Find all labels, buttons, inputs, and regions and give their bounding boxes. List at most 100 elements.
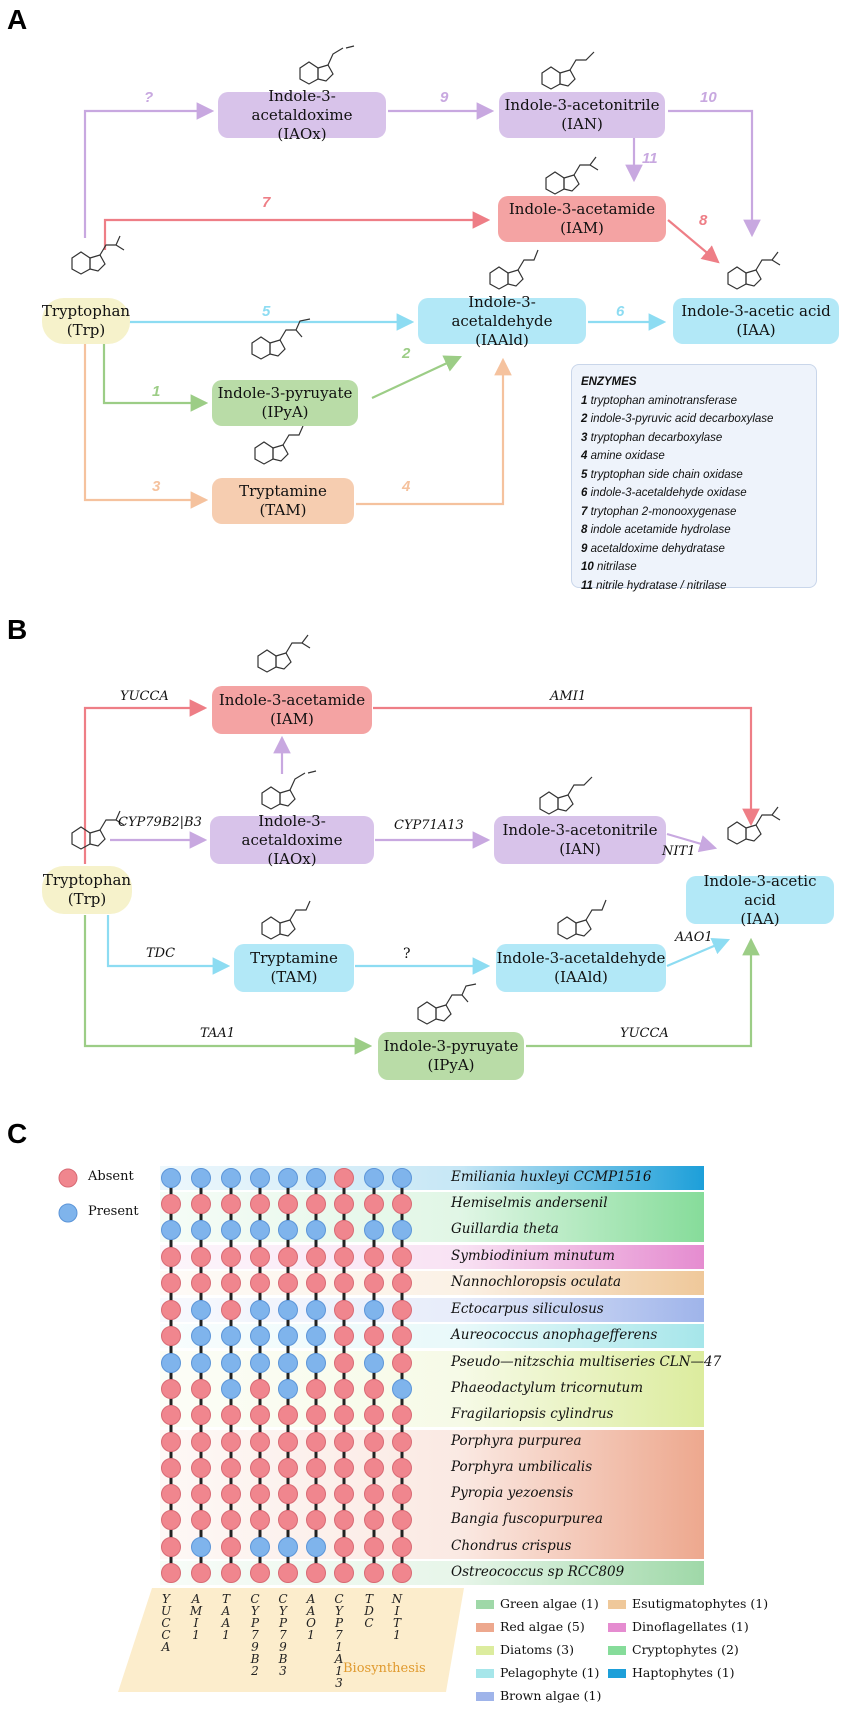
absent-dot — [392, 1458, 412, 1478]
enzyme-name: acetaldoxime dehydratase — [590, 542, 725, 555]
gene-column-label: CYP71A13 — [332, 1592, 346, 1688]
absent-dot — [306, 1432, 326, 1452]
legend-swatch — [476, 1669, 494, 1678]
species-label: Symbiodinium minutum — [451, 1248, 615, 1264]
present-dot — [191, 1537, 211, 1557]
taxon-bands — [160, 1166, 704, 1585]
enzyme-item: 5 tryptophan side chain oxidase — [581, 466, 807, 485]
present-dot — [221, 1353, 241, 1373]
absent-dot — [306, 1563, 326, 1583]
species-label: Porphyra purpurea — [451, 1433, 582, 1449]
node-b-iaox-abbr: (IAOx) — [267, 849, 317, 868]
node-b-iaald-name: Indole-3-acetaldehyde — [496, 949, 666, 967]
absent-dot — [191, 1484, 211, 1504]
present-dot — [306, 1300, 326, 1320]
absent-dot — [364, 1326, 384, 1346]
gene-column-label: CYP79B2 — [248, 1592, 262, 1676]
enzyme-number: 1 — [581, 394, 588, 407]
absent-dot — [306, 1379, 326, 1399]
absent-dot — [334, 1220, 354, 1240]
absent-dot — [306, 1273, 326, 1293]
legend-swatch — [476, 1646, 494, 1655]
node-b-tam-abbr: (TAM) — [270, 968, 318, 986]
present-dot — [306, 1220, 326, 1240]
legend-swatch — [476, 1692, 494, 1701]
absent-dot — [334, 1432, 354, 1452]
present-dot — [392, 1220, 412, 1240]
absent-dot — [334, 1194, 354, 1214]
absent-dot — [191, 1194, 211, 1214]
node-a-ipya-abbr: (IPyA) — [261, 403, 309, 421]
species-label: Ectocarpus siliculosus — [451, 1301, 604, 1317]
enzyme-item: 3 tryptophan decarboxylase — [581, 429, 807, 448]
absent-dot — [334, 1353, 354, 1373]
enzyme-number: 8 — [581, 524, 588, 536]
absent-dot — [191, 1273, 211, 1293]
absent-dot — [250, 1194, 270, 1214]
enzyme-item: 10 nitrilase — [581, 558, 807, 577]
legend-group-label: Red algae (5) — [500, 1619, 585, 1634]
node-a-ian-abbr: (IAN) — [561, 115, 603, 133]
species-label: Porphyra umbilicalis — [451, 1459, 593, 1475]
legend-group-label: Cryptophytes (2) — [632, 1642, 739, 1657]
biosynthesis-band — [118, 1588, 464, 1692]
molecule-ian — [541, 51, 595, 90]
arrow-tam-iaald — [356, 357, 512, 506]
present-dot — [364, 1220, 384, 1240]
absent-dot — [334, 1247, 354, 1267]
present-dot — [250, 1326, 270, 1346]
absent-dot — [278, 1247, 298, 1267]
absent-dot — [161, 1194, 181, 1214]
node-b-trp: Tryptophan (Trp) — [42, 866, 132, 914]
legend-absent-label: Absent — [88, 1169, 134, 1184]
legend-swatch — [608, 1669, 626, 1678]
presence-dots — [161, 1168, 412, 1583]
present-dot — [278, 1220, 298, 1240]
molecule-structures-b — [71, 634, 781, 1025]
absent-dot — [221, 1194, 241, 1214]
absent-dot — [392, 1432, 412, 1452]
node-b-iaox: Indole-3-acetaldoxime (IAOx) — [210, 812, 374, 868]
absent-dot — [334, 1300, 354, 1320]
edge-label-a-10: 10 — [700, 89, 717, 106]
absent-dot — [278, 1563, 298, 1583]
node-a-iaald: Indole-3-acetaldehyde (IAAld) — [418, 293, 586, 349]
enzymes-title: ENZYMES — [581, 376, 637, 388]
absent-dot — [250, 1484, 270, 1504]
gene-column-label: TDC — [362, 1592, 376, 1628]
present-dot — [161, 1353, 181, 1373]
node-b-iam: Indole-3-acetamide (IAM) — [212, 686, 372, 734]
absent-dot — [191, 1379, 211, 1399]
edge-label-a-5: 5 — [262, 303, 271, 320]
edge-label-b-ami1: AMI1 — [550, 689, 587, 704]
absent-dot — [392, 1405, 412, 1425]
absent-dot — [364, 1563, 384, 1583]
node-b-iaa: Indole-3-acetic acid (IAA) — [686, 872, 834, 928]
absent-dot — [221, 1405, 241, 1425]
legend-swatch — [476, 1600, 494, 1609]
molecule-tam-b — [261, 900, 311, 940]
node-b-iaald-abbr: (IAAld) — [554, 968, 608, 986]
enzyme-name: tryptophan side chain oxidase — [590, 468, 743, 481]
panel-label-b: B — [7, 614, 28, 645]
edge-label-b-q: ? — [403, 946, 411, 962]
absent-dot — [278, 1484, 298, 1504]
node-b-ipya-name: Indole-3-pyruyate — [383, 1037, 519, 1055]
arrow-ipya-iaald — [371, 355, 462, 399]
enzyme-number: 4 — [581, 450, 588, 462]
node-b-iam-abbr: (IAM) — [270, 710, 314, 728]
absent-dot — [221, 1432, 241, 1452]
absent-dot — [306, 1247, 326, 1267]
molecule-iaald-b — [557, 899, 607, 940]
enzyme-number: 5 — [581, 468, 588, 481]
absent-dot — [250, 1563, 270, 1583]
legend-swatch — [608, 1600, 626, 1609]
node-a-iaa-name: Indole-3-acetic acid — [681, 302, 831, 320]
molecule-iaa-b — [727, 806, 781, 845]
edge-label-b-tdc: TDC — [146, 946, 176, 961]
legend-group-label: Dinoflagellates (1) — [632, 1619, 749, 1634]
absent-dot — [161, 1510, 181, 1530]
absent-dot — [221, 1247, 241, 1267]
species-label: Phaeodactylum tricornutum — [451, 1380, 643, 1396]
